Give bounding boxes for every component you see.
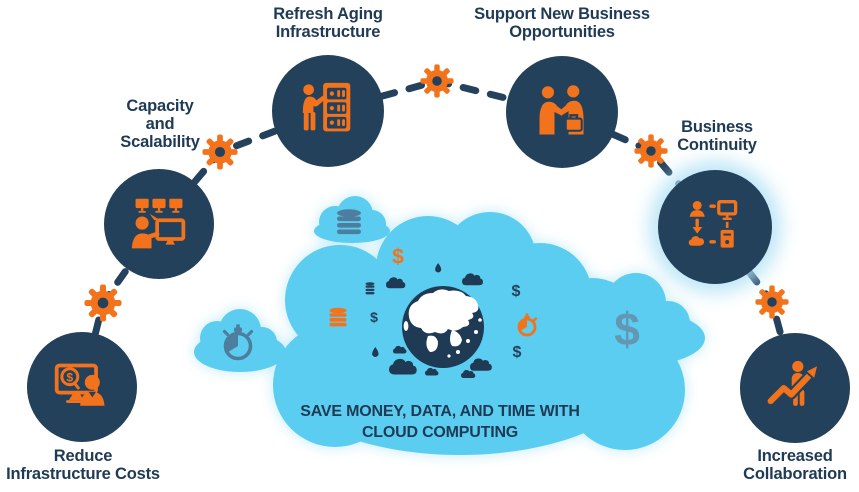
label-line: Increased bbox=[757, 447, 833, 465]
caption-line-2: CLOUD COMPUTING bbox=[361, 424, 519, 441]
label-support-new-business-opportunities: Support New Business Opportunities bbox=[432, 5, 692, 41]
cloud-group bbox=[194, 196, 705, 455]
label-line: Reduce bbox=[53, 447, 113, 465]
node-capacity-and-scalability bbox=[104, 169, 214, 279]
dollar-icon: $ bbox=[512, 344, 522, 361]
cloud-contents bbox=[222, 209, 538, 379]
stopwatch-icon bbox=[222, 324, 254, 361]
dollar-cloud bbox=[569, 273, 705, 366]
growth-arrow-person-icon bbox=[765, 360, 820, 407]
presenter-monitors-icon bbox=[131, 198, 186, 249]
label-reduce-infrastructure-costs: Reduce Infrastructure Costs bbox=[0, 447, 183, 483]
node-business-continuity bbox=[658, 170, 772, 284]
caption-line-1: SAVE MONEY, DATA, AND TIME WITH bbox=[300, 403, 580, 420]
node-refresh-aging-infrastructure bbox=[272, 55, 384, 167]
label-line: and bbox=[145, 115, 175, 133]
gear-icon bbox=[84, 284, 122, 327]
server-rack-person-icon bbox=[302, 82, 351, 132]
handshake-briefcase-icon bbox=[539, 85, 584, 135]
gear-icon bbox=[420, 64, 454, 103]
label-line: Support New Business bbox=[474, 5, 650, 23]
label-line: Refresh Aging bbox=[273, 5, 383, 23]
dollar-icon: $ bbox=[511, 283, 521, 300]
label-line: Infrastructure bbox=[275, 23, 381, 41]
label-line: Capacity bbox=[126, 97, 194, 115]
dollar-icon: $ bbox=[614, 303, 640, 355]
globe-icon bbox=[402, 286, 484, 368]
label-line: Scalability bbox=[120, 133, 200, 151]
database-icon bbox=[329, 307, 347, 327]
svg-text:$: $ bbox=[66, 370, 73, 384]
cloud-caption: SAVE MONEY, DATA, AND TIME WITH CLOUD CO… bbox=[255, 401, 625, 443]
gear-icon bbox=[634, 134, 668, 173]
gear-icon bbox=[755, 285, 789, 324]
label-business-continuity: Business Continuity bbox=[637, 118, 797, 154]
network-continuity-icon bbox=[688, 200, 738, 248]
node-support-new-business-opportunities bbox=[506, 56, 618, 168]
label-line: Opportunities bbox=[509, 23, 615, 41]
label-line: Continuity bbox=[677, 136, 757, 154]
database-icon bbox=[365, 282, 375, 295]
node-increased-collaboration bbox=[740, 333, 850, 443]
label-capacity-and-scalability: Capacity and Scalability bbox=[80, 97, 240, 151]
stopwatch-icon bbox=[517, 313, 538, 337]
node-reduce-infrastructure-costs: $ bbox=[27, 332, 137, 442]
label-line: Infrastructure Costs bbox=[6, 465, 160, 483]
stopwatch-cloud bbox=[194, 309, 286, 372]
label-line: Business bbox=[681, 118, 753, 136]
label-increased-collaboration: Increased Collaboration bbox=[715, 447, 859, 483]
label-line: Collaboration bbox=[743, 465, 847, 483]
dollar-icon: $ bbox=[370, 309, 378, 325]
gear-icon bbox=[202, 134, 238, 175]
label-refresh-aging-infrastructure: Refresh Aging Infrastructure bbox=[228, 5, 428, 41]
dollar-icon: $ bbox=[392, 245, 404, 269]
monitor-dollar-person-icon: $ bbox=[54, 363, 105, 406]
database-icon bbox=[337, 209, 361, 235]
